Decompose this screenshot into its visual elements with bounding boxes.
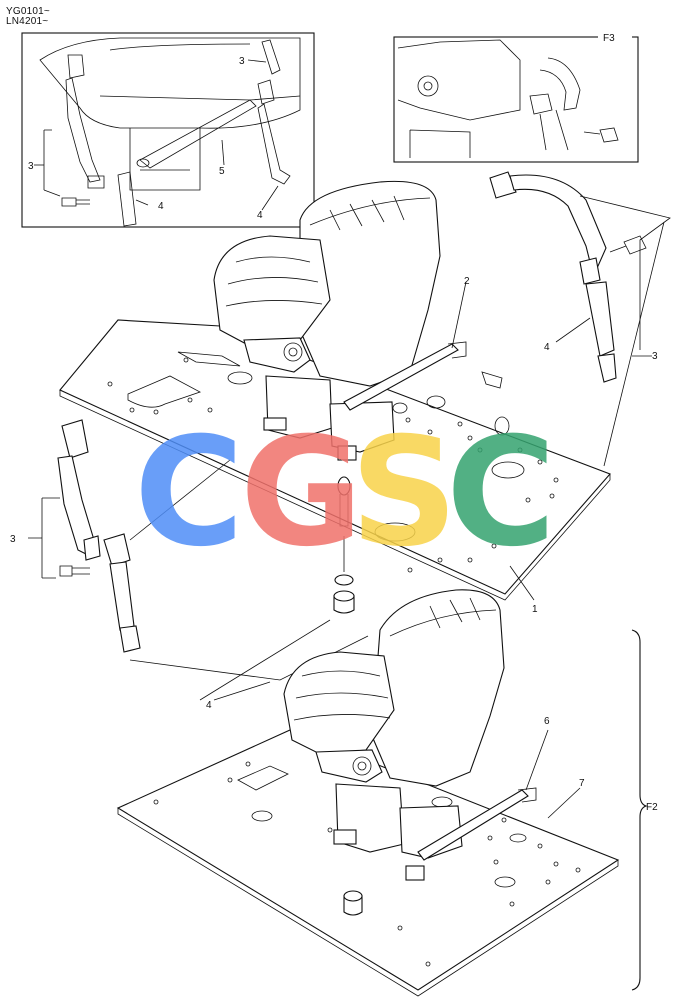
seat-upper [213,180,510,461]
seat-lower: 6 7 [283,589,585,881]
seat-belt-right: 4 3 [489,171,671,467]
callout-4-detail-right: 4 [257,210,263,221]
serial-range-2: LN4201~ [6,16,49,27]
floor-plate-upper [59,319,611,601]
watermark-letter-g: G [240,406,363,580]
callout-1: 1 [532,604,538,615]
callout-4-right: 4 [544,342,550,353]
seat-belt-left: 3 4 [10,419,369,711]
detail-box-left: 3 3 5 4 4 [21,32,315,228]
cgsc-watermark: C G S C [134,406,556,580]
mount-bolt-and-washers: 1 2 [333,276,538,615]
callout-f2: F2 [646,802,658,813]
callout-2: 2 [464,276,470,287]
callout-4-left: 4 [206,700,212,711]
callout-3-right: 3 [652,351,658,362]
detail-box-f3: F3 [393,32,639,163]
callout-5: 5 [219,166,225,177]
bracket-f2: F2 [631,629,658,991]
watermark-letter-s: S [350,406,458,580]
callout-4-detail-mid: 4 [158,201,164,212]
watermark-letter-c: C [134,406,244,580]
callout-3-left: 3 [10,534,16,545]
serial-range-1: YG0101~ [6,6,50,17]
floor-plate-lower [116,729,620,997]
callout-7: 7 [579,778,585,789]
watermark-letter-c2: C [446,406,556,580]
callout-6: 6 [544,716,550,727]
callout-f3: F3 [603,33,615,44]
callout-3-detail-left: 3 [28,161,34,172]
callout-3-detail-top: 3 [239,56,245,67]
